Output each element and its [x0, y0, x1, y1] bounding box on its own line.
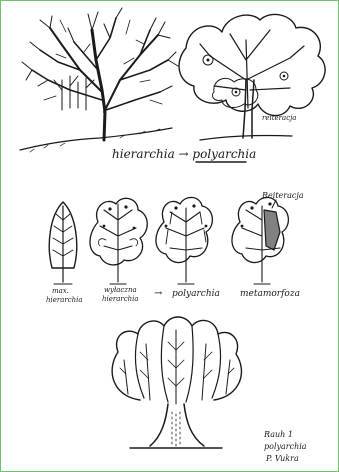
label-polyarchy: polyarchia	[172, 289, 220, 299]
mid-tree-polyarchy	[156, 197, 212, 282]
note-line-2: polyarchia	[264, 442, 307, 451]
arrow-right-icon: →	[154, 288, 163, 299]
top-reiteration-label: reiteracja	[262, 114, 296, 122]
label-metamorphosis: metamorfoza	[240, 289, 300, 299]
mid-tree-max-hierarchy	[49, 202, 76, 282]
note-line-1: Rauh 1	[263, 430, 293, 439]
mid-tree-residual-hierarchy	[90, 198, 147, 282]
mid-reiteration-label: Reiteracja	[261, 191, 304, 200]
top-caption: hierarchia → polyarchia	[112, 147, 256, 161]
mid-tree-metamorphosis	[232, 197, 288, 282]
top-bare-tree	[20, 8, 178, 152]
label-max: max.	[52, 287, 69, 295]
bottom-polyarchic-tree	[112, 317, 241, 448]
label-residual-hierarchy: hierarchia	[102, 295, 139, 303]
label-max-hierarchy: hierarchia	[46, 296, 83, 304]
top-reiterated-tree	[179, 14, 325, 140]
label-residual: wyłaczna	[104, 286, 137, 294]
note-line-3: P. Vukra	[265, 454, 299, 463]
